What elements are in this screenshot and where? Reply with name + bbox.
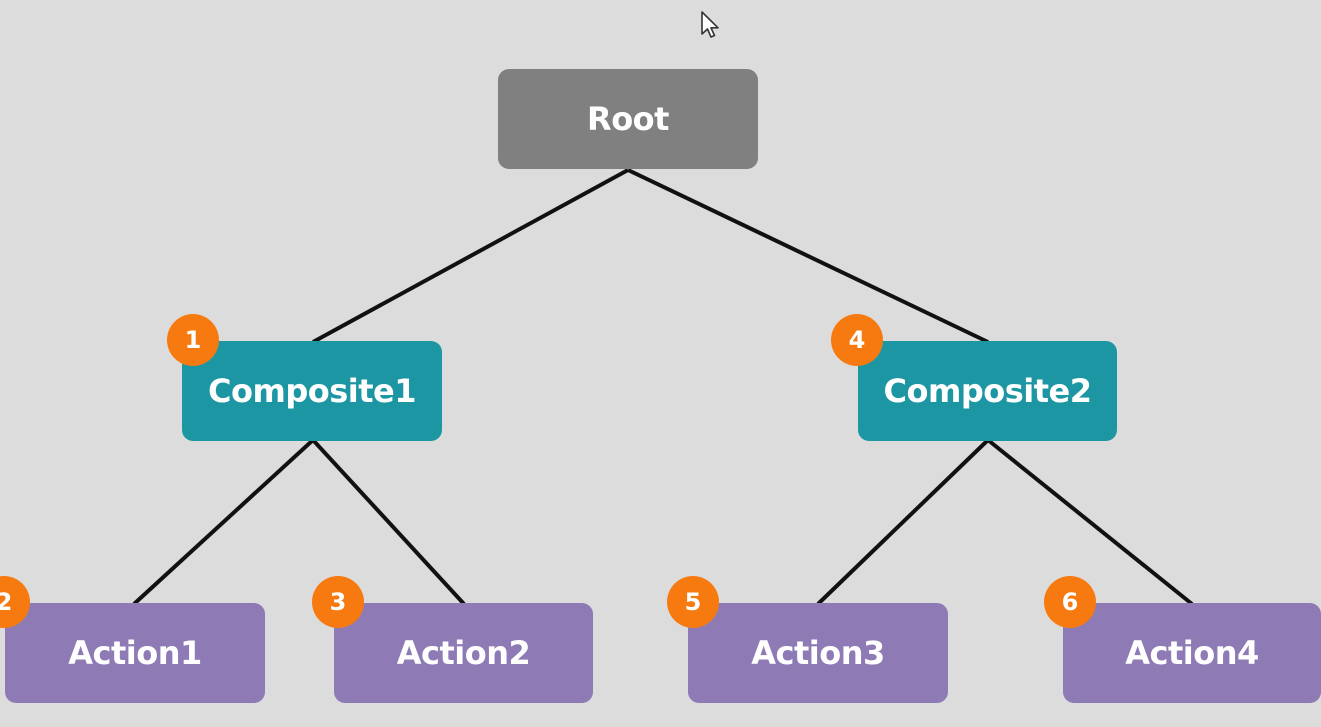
order-badge-composite2: 4 — [831, 314, 883, 366]
action3-label: Action3 — [751, 634, 885, 672]
pointer-cursor-icon — [701, 11, 719, 38]
composite2-label: Composite2 — [883, 372, 1092, 410]
action1-label: Action1 — [68, 634, 202, 672]
edge-root-composite1 — [312, 168, 629, 344]
order-badge-action2: 3 — [312, 576, 364, 628]
composite1-label: Composite1 — [208, 372, 416, 410]
action4-label: Action4 — [1125, 634, 1259, 672]
edge-composite2-action3 — [816, 438, 990, 606]
edge-composite1-action1 — [132, 438, 315, 606]
action2-label: Action2 — [396, 634, 531, 672]
order-badge-action4: 6 — [1044, 576, 1096, 628]
composite1-node: Composite1 — [182, 341, 442, 441]
edge-composite1-action2 — [311, 438, 466, 606]
order-badge-composite1: 1 — [167, 314, 219, 366]
action1-node: Action1 — [5, 603, 265, 703]
edge-root-composite2 — [627, 168, 989, 344]
root-node: Root — [498, 69, 758, 169]
composite2-node: Composite2 — [858, 341, 1117, 441]
action2-node: Action2 — [334, 603, 593, 703]
edge-composite2-action4 — [986, 438, 1194, 606]
action3-node: Action3 — [688, 603, 948, 703]
root-label: Root — [587, 100, 669, 138]
action4-node: Action4 — [1063, 603, 1321, 703]
order-badge-action3: 5 — [667, 576, 719, 628]
